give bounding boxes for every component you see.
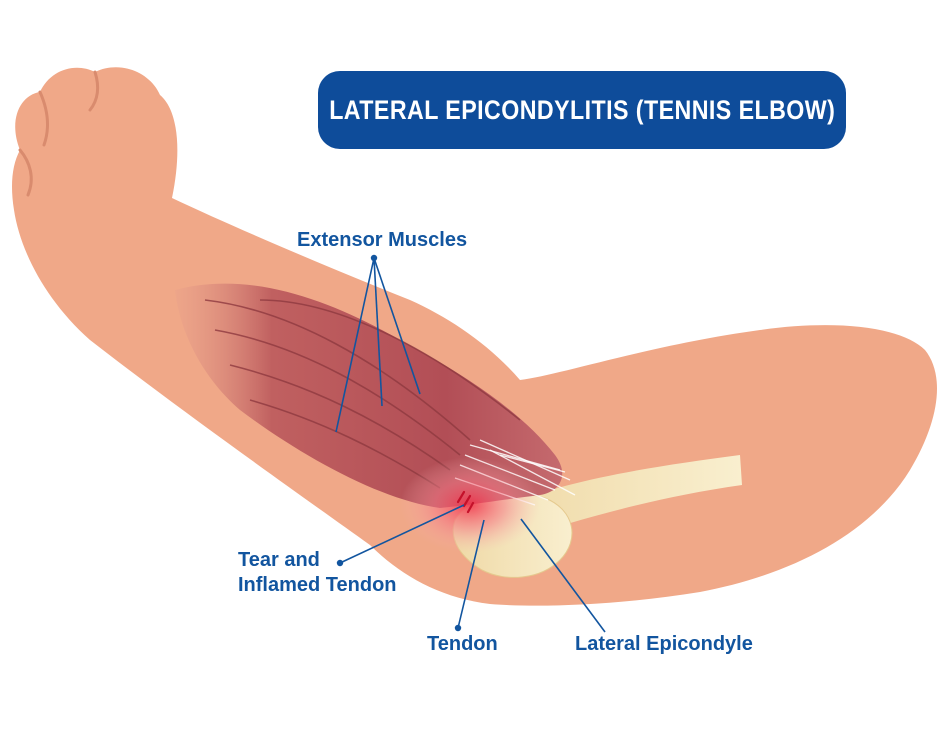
extensor-pointer-3 bbox=[373, 257, 421, 395]
label-tendon: Tendon bbox=[427, 633, 498, 655]
label-tear-line2: Inflamed Tendon bbox=[238, 574, 397, 596]
epicondyle-pointer bbox=[520, 518, 606, 633]
label-extensor-muscles: Extensor Muscles bbox=[297, 229, 468, 251]
tendon-pointer bbox=[457, 519, 485, 629]
title-banner: LATERAL EPICONDYLITIS (TENNIS ELBOW) bbox=[318, 71, 846, 149]
pointer-lines bbox=[335, 257, 606, 633]
extensor-muscle bbox=[175, 283, 563, 508]
tear-marks bbox=[456, 490, 475, 514]
finger-crease bbox=[88, 70, 100, 112]
label-tear-inflamed-tendon: Tear and Inflamed Tendon bbox=[238, 548, 397, 598]
finger-crease bbox=[38, 90, 49, 147]
finger-crease bbox=[18, 148, 33, 197]
tear-pointer bbox=[339, 504, 465, 564]
label-lateral-epicondyle: Lateral Epicondyle bbox=[575, 633, 753, 655]
pointer-dots bbox=[336, 254, 462, 632]
extensor-pointer-2 bbox=[373, 257, 383, 407]
diagram-title: LATERAL EPICONDYLITIS (TENNIS ELBOW) bbox=[328, 94, 836, 125]
extensor-pointer-1 bbox=[335, 257, 375, 433]
inflammation-area bbox=[400, 457, 540, 553]
label-tear-line1: Tear and bbox=[238, 549, 320, 571]
